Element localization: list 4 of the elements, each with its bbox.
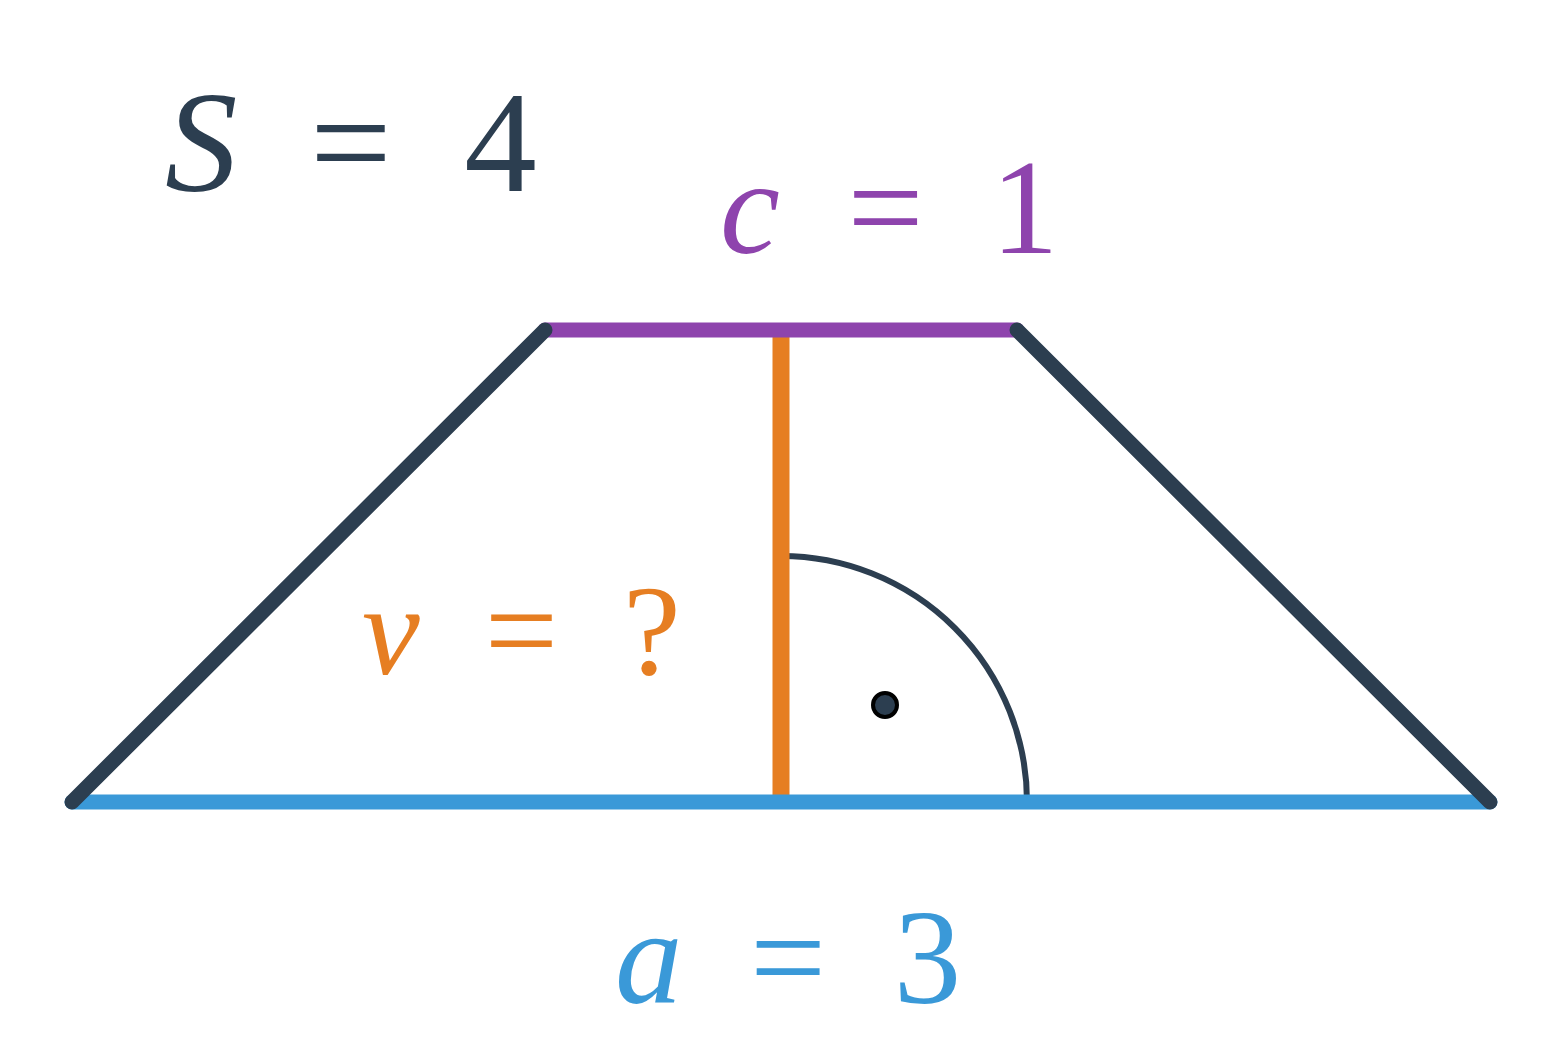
equation-label: c = 1 [720,140,1059,275]
equation-label: a = 3 [615,890,962,1025]
equation-label: v = ? [362,565,681,695]
equation-label: S = 4 [165,70,537,215]
